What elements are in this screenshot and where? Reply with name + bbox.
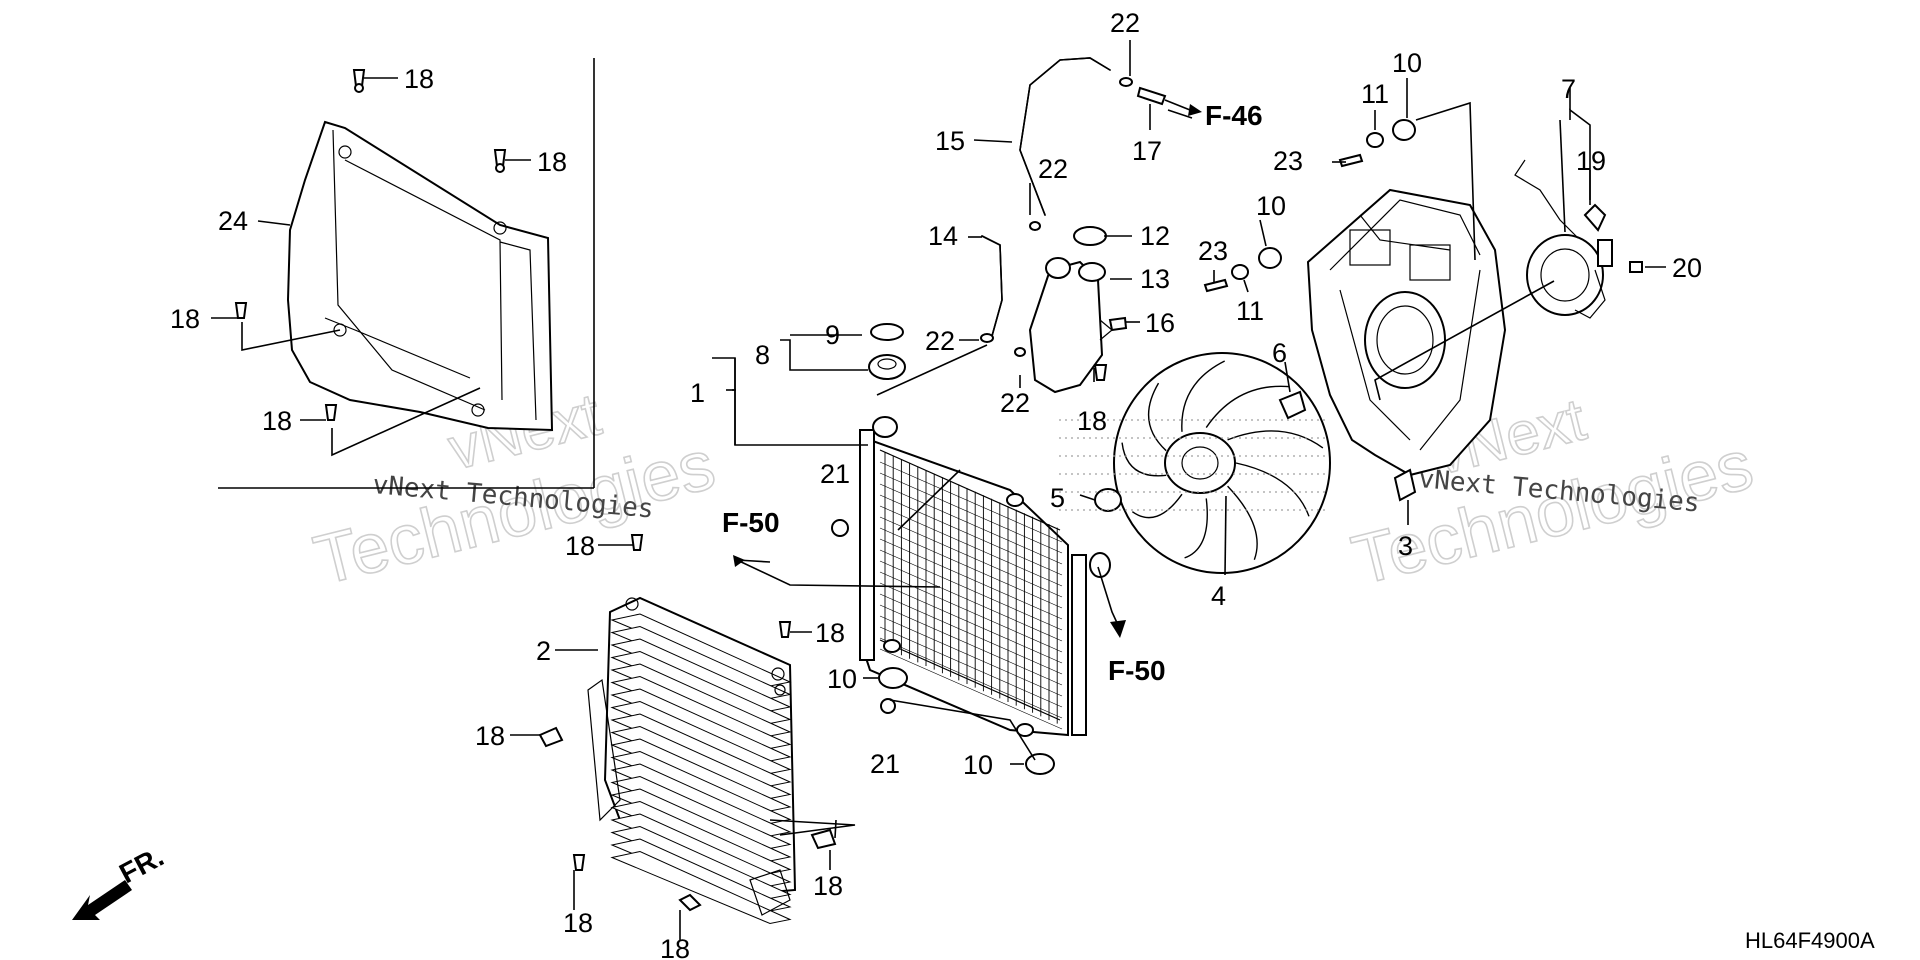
callout-10: 10 — [827, 664, 857, 694]
radiator-core — [879, 452, 1063, 730]
reference-arrows — [733, 99, 1202, 638]
callout-21: 21 — [870, 749, 900, 779]
callout-18: 18 — [1077, 406, 1107, 436]
callout-18: 18 — [170, 304, 200, 334]
callout-18: 18 — [563, 908, 593, 938]
callout-18: 18 — [660, 934, 690, 960]
cooling-fan-part — [1113, 352, 1331, 574]
diagram-code: HL64F4900A — [1745, 928, 1875, 953]
callout-22: 22 — [925, 326, 955, 356]
callout-23: 23 — [1273, 146, 1303, 176]
callout-9: 9 — [825, 320, 840, 350]
inset-frame — [218, 58, 595, 489]
radiator-part — [858, 416, 1111, 737]
ref-f50-right: F-50 — [1108, 655, 1166, 686]
fan-blades — [1121, 360, 1324, 560]
callout-18: 18 — [565, 531, 595, 561]
callout-16: 16 — [1145, 308, 1175, 338]
callout-23: 23 — [1198, 236, 1228, 266]
reference-labels: F-46 F-50 F-50 — [722, 100, 1263, 686]
leader-lines — [211, 40, 1666, 940]
dotted-shading — [1059, 419, 1325, 511]
callout-11: 11 — [1236, 296, 1264, 326]
callout-18: 18 — [404, 64, 434, 94]
callout-10: 10 — [963, 750, 993, 780]
arrow-f46 — [1188, 104, 1202, 116]
callout-18: 18 — [475, 721, 505, 751]
callout-18: 18 — [815, 618, 845, 648]
callout-15: 15 — [935, 126, 965, 156]
callout-18: 18 — [537, 147, 567, 177]
ref-f46: F-46 — [1205, 100, 1263, 131]
reservoir-tank-part — [1028, 257, 1113, 394]
callout-22: 22 — [1110, 8, 1140, 38]
callout-18: 18 — [813, 871, 843, 901]
arrow-f50b — [1110, 620, 1126, 638]
breather-hose-part — [981, 235, 1003, 337]
callout-24: 24 — [218, 206, 248, 236]
callout-21: 21 — [820, 459, 850, 489]
callout-3: 3 — [1398, 531, 1413, 561]
callout-labels: 18 18 24 18 18 18 2 18 18 18 18 18 1 8 9… — [170, 8, 1702, 960]
radiator-guard-part — [587, 596, 797, 925]
arrow-f50a — [733, 555, 745, 567]
callout-10: 10 — [1392, 48, 1422, 78]
fan-shroud-part — [286, 120, 554, 432]
small-parts — [234, 69, 1643, 912]
callout-1: 1 — [690, 378, 705, 408]
callout-14: 14 — [928, 221, 958, 251]
overflow-hose-part — [1019, 57, 1111, 216]
callout-10: 10 — [1256, 191, 1286, 221]
callout-12: 12 — [1140, 221, 1170, 251]
fan-housing-part — [1306, 188, 1507, 477]
callout-22: 22 — [1000, 388, 1030, 418]
callout-17: 17 — [1132, 136, 1162, 166]
front-arrow-icon — [72, 880, 132, 920]
callout-11: 11 — [1361, 79, 1389, 109]
callout-2: 2 — [536, 636, 551, 666]
callout-18: 18 — [262, 406, 292, 436]
callout-22: 22 — [1038, 154, 1068, 184]
callout-8: 8 — [755, 340, 770, 370]
callout-13: 13 — [1140, 264, 1170, 294]
callout-4: 4 — [1211, 581, 1226, 611]
callout-20: 20 — [1672, 253, 1702, 283]
guard-slats — [610, 613, 792, 925]
ref-f50-left: F-50 — [722, 507, 780, 538]
callout-19: 19 — [1576, 146, 1606, 176]
front-direction-marker: FR. — [72, 841, 169, 920]
fan-motor-part — [1514, 159, 1613, 319]
callout-7: 7 — [1561, 74, 1576, 104]
callout-5: 5 — [1050, 483, 1065, 513]
callout-6: 6 — [1272, 338, 1287, 368]
